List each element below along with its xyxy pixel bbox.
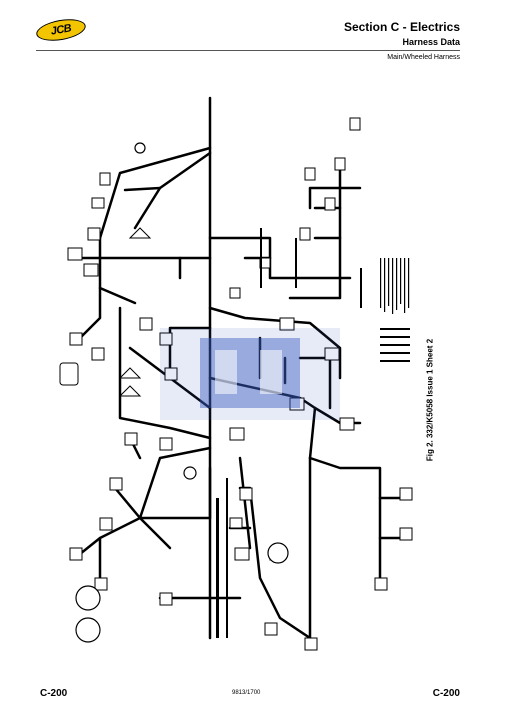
dense-connector-pins: [216, 228, 362, 638]
subsection-title: Harness Data: [402, 37, 460, 47]
header-divider: [36, 50, 460, 51]
watermark-logo: [160, 328, 340, 420]
section-title: Section C - Electrics: [343, 20, 460, 34]
harness-label: Main/Wheeled Harness: [387, 54, 460, 61]
page-number-right: C-200: [432, 688, 460, 699]
connector-blocks: [59, 117, 413, 651]
page-number-left: C-200: [40, 688, 68, 699]
round-connectors: [75, 142, 289, 643]
figure-caption: Fig 2. 332/K5058 Issue 1 Sheet 2: [425, 338, 435, 462]
wire-legend-block: [380, 258, 410, 362]
wiring-harness-diagram: [59, 96, 413, 651]
triangle-connectors: [118, 227, 152, 397]
jcb-logo: JCB: [34, 15, 88, 45]
document-number: 9813/1700: [232, 690, 261, 696]
